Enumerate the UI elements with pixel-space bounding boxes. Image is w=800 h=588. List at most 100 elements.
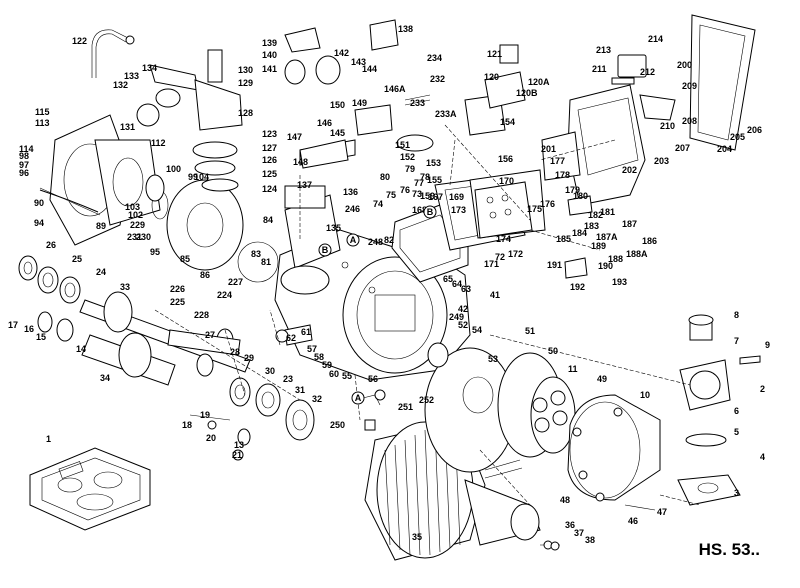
callout-60: 60: [329, 369, 339, 379]
callout-204: 204: [717, 144, 732, 154]
callout-229: 229: [130, 220, 145, 230]
callout-83: 83: [251, 249, 261, 259]
callout-227: 227: [228, 277, 243, 287]
callout-133: 133: [124, 71, 139, 81]
gasket-set-icon: [29, 447, 151, 531]
crankshaft-icon: [79, 291, 251, 386]
callout-208: 208: [682, 116, 697, 126]
callout-31: 31: [295, 385, 305, 395]
callout-89: 89: [96, 221, 106, 231]
callout-248: 248: [368, 237, 383, 247]
callout-153: 153: [426, 158, 441, 168]
callout-11: 11: [568, 364, 578, 374]
callout-121: 121: [487, 49, 502, 59]
callout-80: 80: [380, 172, 390, 182]
callout-54: 54: [472, 325, 482, 335]
callout-249: 249: [449, 312, 464, 322]
callout-173: 173: [451, 205, 466, 215]
suction-valve-icon: [192, 49, 243, 192]
callout-99: 99: [188, 172, 198, 182]
connecting-rod-icon: [167, 324, 313, 356]
callout-177: 177: [550, 156, 565, 166]
callout-65: 65: [443, 274, 453, 284]
callout-19: 19: [200, 410, 210, 420]
callout-75: 75: [386, 190, 396, 200]
callout-210: 210: [660, 121, 675, 131]
callout-53: 53: [488, 354, 498, 364]
callout-90: 90: [34, 198, 44, 208]
callout-141: 141: [262, 64, 277, 74]
svg-text:A: A: [355, 393, 362, 403]
callout-168: 168: [412, 205, 427, 215]
callout-96: 96: [19, 168, 29, 178]
callout-20: 20: [206, 433, 216, 443]
terminal-box-icon: [541, 14, 756, 206]
svg-text:B: B: [427, 207, 434, 217]
misc-fasteners-icon: [189, 389, 656, 551]
callout-201: 201: [541, 144, 556, 154]
callout-3: 3: [734, 488, 739, 498]
solenoid-valve-icon: [284, 19, 399, 169]
callout-130: 130: [238, 65, 253, 75]
callout-149: 149: [352, 98, 367, 108]
svg-text:A: A: [350, 235, 357, 245]
callout-192: 192: [570, 282, 585, 292]
callout-145: 145: [330, 128, 345, 138]
callout-48: 48: [560, 495, 570, 505]
callout-144: 144: [362, 64, 377, 74]
callout-36: 36: [565, 520, 575, 530]
callout-6: 6: [734, 406, 739, 416]
part-callouts: 1234567891011131415161718192021232425262…: [8, 24, 770, 545]
callout-183: 183: [584, 221, 599, 231]
callout-86: 86: [200, 270, 210, 280]
callout-13: 13: [234, 440, 244, 450]
callout-207: 207: [675, 143, 690, 153]
callout-9: 9: [765, 340, 770, 350]
callout-155: 155: [427, 175, 442, 185]
symbol-b-1: B: [318, 243, 332, 257]
callout-147: 147: [287, 132, 302, 142]
callout-123: 123: [262, 129, 277, 139]
callout-103: 103: [125, 202, 140, 212]
callout-174: 174: [496, 234, 511, 244]
callout-175: 175: [527, 204, 542, 214]
callout-72: 72: [495, 252, 505, 262]
callout-61: 61: [301, 327, 311, 337]
callout-250: 250: [330, 420, 345, 430]
callout-202: 202: [622, 165, 637, 175]
callout-104: 104: [194, 172, 209, 182]
callout-50: 50: [548, 346, 558, 356]
callout-120b: 120B: [516, 88, 538, 98]
callout-102: 102: [128, 210, 143, 220]
callout-134: 134: [142, 63, 157, 73]
callout-51: 51: [525, 326, 535, 336]
callout-189: 189: [591, 241, 606, 251]
callout-63: 63: [461, 284, 471, 294]
callout-113: 113: [35, 118, 50, 128]
oil-control-icon: [396, 44, 526, 152]
callout-33: 33: [120, 282, 130, 292]
callout-47: 47: [657, 507, 667, 517]
callout-82: 82: [384, 235, 394, 245]
callout-152: 152: [400, 152, 415, 162]
callout-225: 225: [170, 297, 185, 307]
model-label: HS. 53..: [698, 540, 760, 559]
callout-156: 156: [498, 154, 513, 164]
callout-212: 212: [640, 67, 655, 77]
callout-182: 182: [588, 210, 603, 220]
callout-100: 100: [166, 164, 181, 174]
callout-146: 146: [317, 118, 332, 128]
callout-184: 184: [572, 228, 587, 238]
callout-112: 112: [151, 138, 166, 148]
callout-14: 14: [76, 344, 86, 354]
callout-62: 62: [286, 333, 296, 343]
callout-191: 191: [547, 260, 562, 270]
callout-150: 150: [330, 100, 345, 110]
callout-142: 142: [334, 48, 349, 58]
callout-213: 213: [596, 45, 611, 55]
callout-211: 211: [592, 64, 607, 74]
callout-139: 139: [262, 38, 277, 48]
callout-224: 224: [217, 290, 232, 300]
callout-188: 188: [608, 254, 623, 264]
